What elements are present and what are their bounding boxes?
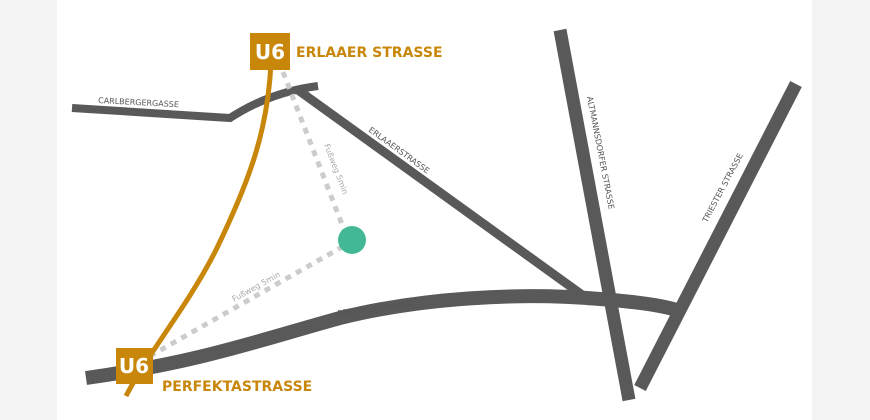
station-perfektastrasse[interactable]: U6 PERFEKTASTRASSE bbox=[116, 348, 312, 395]
road-altmannsdorfer-strasse bbox=[553, 28, 636, 402]
destination-marker[interactable] bbox=[338, 226, 366, 254]
station-erlaaer-strasse[interactable]: U6 ERLAAER STRASSE bbox=[250, 33, 443, 70]
u6-badge-icon bbox=[250, 33, 290, 70]
road-perfektastrasse bbox=[85, 289, 683, 385]
road-triester-strasse bbox=[634, 81, 802, 391]
road-erlaaerstrasse bbox=[295, 86, 595, 306]
map-canvas bbox=[57, 0, 812, 420]
walk-path-south bbox=[148, 244, 344, 359]
station-line-label: U6 bbox=[255, 40, 285, 64]
u6-badge-icon bbox=[116, 348, 153, 384]
station-line-label: U6 bbox=[119, 354, 149, 378]
street-label-carlbergergasse: CARLBERGERGASSE bbox=[98, 96, 179, 109]
station-name: ERLAAER STRASSE bbox=[296, 45, 443, 61]
station-name: PERFEKTASTRASSE bbox=[162, 379, 312, 395]
walk-path-north bbox=[280, 71, 348, 233]
